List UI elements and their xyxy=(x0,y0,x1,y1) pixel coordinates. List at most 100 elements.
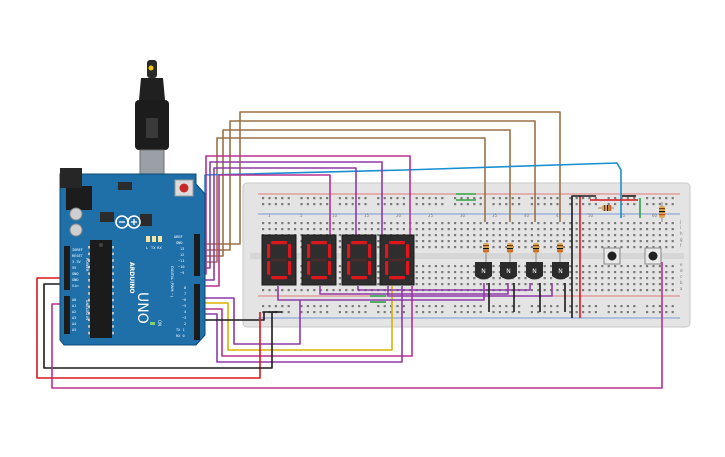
breadboard-hole xyxy=(441,311,444,314)
wire-magenta[interactable] xyxy=(205,155,411,275)
wire-purple[interactable] xyxy=(205,297,301,345)
wire-brown[interactable] xyxy=(205,120,536,251)
breadboard-hole xyxy=(326,222,329,225)
breadboard-hole xyxy=(447,222,450,225)
breadboard-hole xyxy=(466,277,469,280)
breadboard-hole xyxy=(441,277,444,280)
segment-f xyxy=(267,244,271,258)
resistor[interactable] xyxy=(598,205,614,211)
breadboard-hole xyxy=(562,240,565,243)
pin-label: 12 xyxy=(180,253,184,257)
npn-transistor[interactable]: N xyxy=(500,262,517,280)
breadboard-hole xyxy=(287,203,290,206)
column-number: 55 xyxy=(620,213,626,218)
breadboard-hole xyxy=(569,305,572,308)
chip-pin xyxy=(112,305,114,308)
wire-brown[interactable] xyxy=(205,111,561,245)
seven-segment-display[interactable]: 0 xyxy=(261,234,297,286)
breadboard-hole xyxy=(518,222,521,225)
wire-black[interactable] xyxy=(43,283,282,369)
wire-blue[interactable] xyxy=(204,162,622,238)
breadboard-hole xyxy=(396,197,399,200)
breadboard-hole xyxy=(665,228,668,231)
seven-segment-display[interactable]: 0 xyxy=(341,234,377,286)
wire-brown[interactable] xyxy=(205,129,511,257)
breadboard-hole xyxy=(268,222,271,225)
breadboard-hole xyxy=(607,228,610,231)
wire-purple[interactable] xyxy=(205,167,357,281)
resistor[interactable] xyxy=(557,243,563,265)
wire-black[interactable] xyxy=(205,311,278,321)
push-button[interactable] xyxy=(644,247,662,265)
breadboard-hole xyxy=(454,271,457,274)
breadboard-hole xyxy=(626,228,629,231)
wire-magenta[interactable] xyxy=(205,286,413,357)
pin-label: RX 0 xyxy=(176,334,185,338)
wire-purple[interactable] xyxy=(387,283,553,297)
breadboard-hole xyxy=(492,311,495,314)
wire-purple[interactable] xyxy=(319,283,509,295)
breadboard-hole xyxy=(274,228,277,231)
breadboard-hole xyxy=(607,283,610,286)
wire-black[interactable] xyxy=(571,195,596,318)
wire-magenta[interactable] xyxy=(205,174,331,287)
seven-segment-display[interactable]: 0 xyxy=(379,234,415,286)
push-button[interactable] xyxy=(603,247,621,265)
breadboard-hole xyxy=(364,305,367,308)
breadboard-hole xyxy=(626,246,629,249)
breadboard-hole xyxy=(281,289,284,292)
breadboard-hole xyxy=(671,277,674,280)
breadboard-hole xyxy=(486,283,489,286)
reset-button-cap[interactable] xyxy=(179,183,189,193)
breadboard-hole xyxy=(383,311,386,314)
segment-a xyxy=(389,241,405,245)
arduino-uno[interactable]: ARDUINO UNO ON L TX RX IOREF RESET 3.3V … xyxy=(59,60,206,346)
resistor[interactable] xyxy=(483,243,489,265)
breadboard-hole xyxy=(492,234,495,237)
breadboard-hole xyxy=(505,305,508,308)
breadboard-hole xyxy=(646,265,649,268)
segment-b xyxy=(406,244,410,258)
power-header[interactable] xyxy=(64,246,70,290)
breadboard-hole xyxy=(550,265,553,268)
npn-transistor[interactable]: N xyxy=(552,262,569,280)
breadboard-hole xyxy=(466,311,469,314)
breadboard-hole xyxy=(268,305,271,308)
wire-red[interactable] xyxy=(36,277,261,379)
digital-header-upper[interactable] xyxy=(194,234,200,276)
breadboard-hole xyxy=(543,271,546,274)
analog-header[interactable] xyxy=(64,296,70,334)
breadboard-hole xyxy=(607,246,610,249)
breadboard-hole xyxy=(524,228,527,231)
wire-yellow[interactable] xyxy=(205,286,393,351)
wire-purple[interactable] xyxy=(205,161,383,269)
wire-magenta[interactable] xyxy=(51,262,663,389)
seven-segment-display[interactable]: 0 xyxy=(301,234,337,286)
chip-pin xyxy=(112,265,114,269)
npn-transistor[interactable]: N xyxy=(475,262,492,280)
led-label: L xyxy=(146,246,148,250)
pin-label: Vin xyxy=(72,284,79,288)
wire-brown[interactable] xyxy=(205,137,486,263)
digital-header-lower[interactable] xyxy=(194,284,200,340)
breadboard-hole xyxy=(543,228,546,231)
chip-pin xyxy=(88,252,90,256)
breadboard-hole xyxy=(550,203,553,206)
breadboard-hole xyxy=(428,228,431,231)
wire-purple[interactable] xyxy=(277,283,485,301)
wire-purple[interactable] xyxy=(357,283,531,291)
breadboard-hole xyxy=(569,240,572,243)
breadboard-hole xyxy=(294,222,297,225)
breadboard-hole xyxy=(652,311,655,314)
seven-segment-displays[interactable]: 0 0 0 0 xyxy=(261,234,415,286)
breadboard-hole xyxy=(665,277,668,280)
resistor[interactable] xyxy=(659,202,665,222)
wire-purple[interactable] xyxy=(205,286,403,363)
npn-transistor[interactable]: N xyxy=(526,262,543,280)
row-letter: g xyxy=(680,237,683,242)
breadboard-hole xyxy=(633,311,636,314)
breadboard-hole xyxy=(569,271,572,274)
breadboard-hole xyxy=(518,311,521,314)
breadboard-hole xyxy=(479,234,482,237)
